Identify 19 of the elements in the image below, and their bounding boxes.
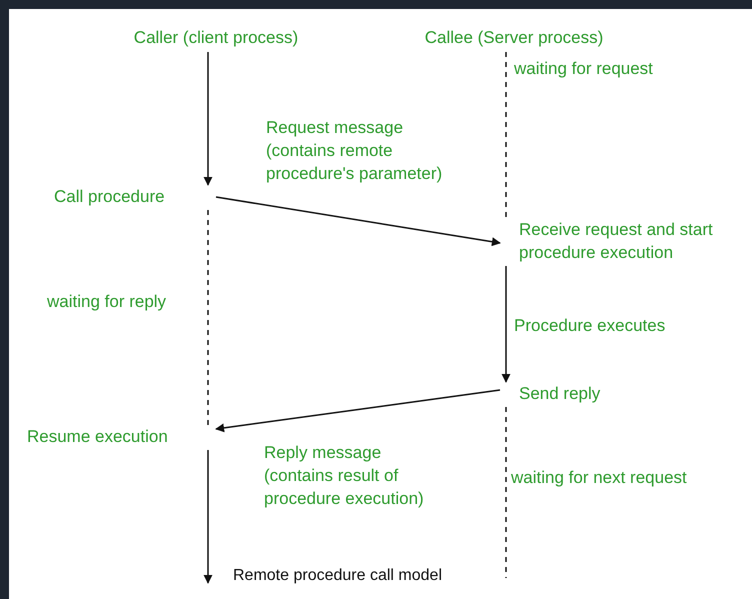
arrow (215, 389, 500, 432)
arrow (216, 196, 501, 246)
step-label: Receive request and start procedure execution (500, 218, 746, 264)
arrow (204, 450, 212, 584)
state-label: waiting for reply (47, 291, 166, 313)
dashed-lifeline (505, 407, 507, 578)
state-label: Procedure executes (514, 315, 666, 337)
step-label: Resume execution (24, 425, 216, 448)
caption: Remote procedure call model (233, 566, 442, 586)
step-label: Send reply (500, 382, 620, 405)
arrow (502, 266, 510, 383)
participant-label: Caller (client process) (118, 26, 314, 50)
state-label: waiting for request (514, 58, 653, 80)
dashed-lifeline (505, 52, 507, 218)
arrow (204, 52, 212, 186)
dashed-lifeline (207, 210, 209, 425)
participant-label: Callee (Server process) (408, 26, 620, 50)
state-label: waiting for next request (511, 467, 687, 489)
step-label: Call procedure (50, 185, 216, 208)
